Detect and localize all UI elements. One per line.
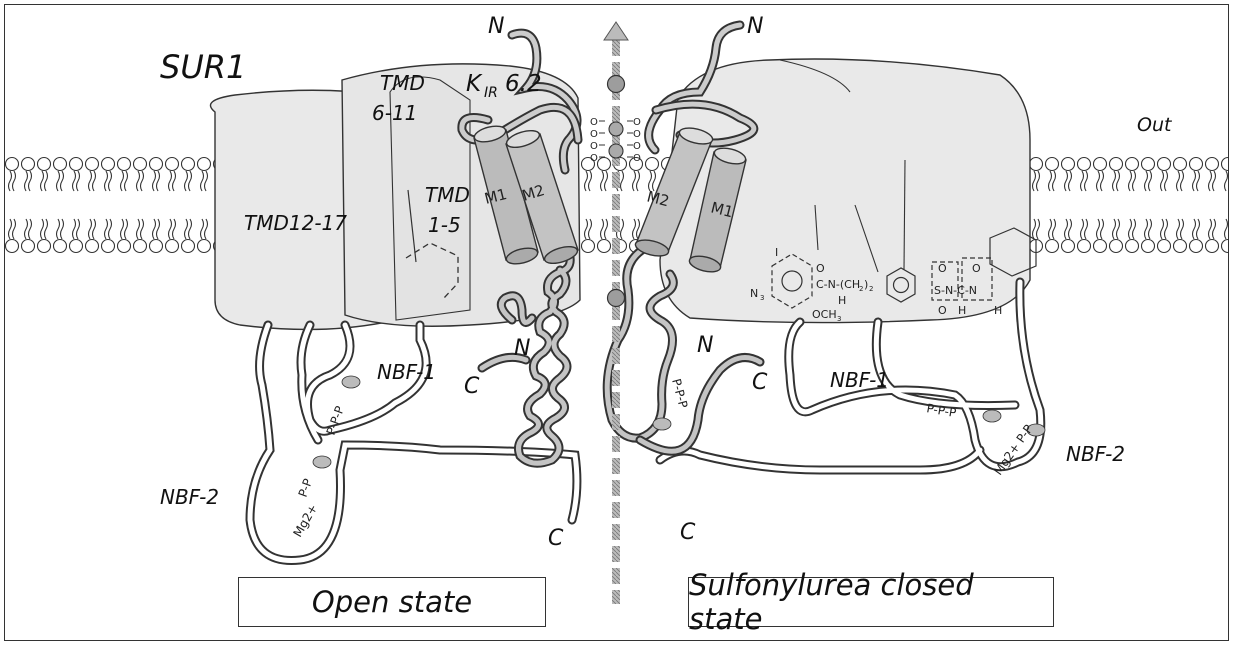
svg-text:6.2: 6.2 xyxy=(505,71,542,97)
svg-text:N: N xyxy=(697,333,713,358)
svg-text:IR: IR xyxy=(484,85,498,101)
svg-text:C: C xyxy=(680,520,696,545)
svg-text:N: N xyxy=(750,287,758,300)
svg-text:O: O xyxy=(938,262,947,275)
svg-text:O: O xyxy=(816,262,825,275)
svg-text:2: 2 xyxy=(859,285,863,293)
k-ion-lower xyxy=(608,290,625,307)
svg-text:): ) xyxy=(864,278,868,291)
svg-text:2: 2 xyxy=(869,285,873,293)
svg-text:P-P: P-P xyxy=(296,477,315,499)
closed-state-label: Sulfonylurea closed state xyxy=(689,568,1053,636)
svg-text:C-N-(CH: C-N-(CH xyxy=(816,278,860,291)
svg-text:C: C xyxy=(548,526,564,551)
svg-text:S-N-C-N: S-N-C-N xyxy=(934,284,977,297)
adenosine-icon-left-1 xyxy=(342,376,360,388)
svg-text:I: I xyxy=(775,246,778,259)
svg-text:3: 3 xyxy=(760,294,764,302)
svg-text:O: O xyxy=(590,117,598,128)
pore-arrow-head xyxy=(604,22,628,40)
svg-text:O: O xyxy=(972,262,981,275)
svg-text:O: O xyxy=(633,129,641,140)
svg-text:1-5: 1-5 xyxy=(428,213,461,237)
svg-text:NBF-1: NBF-1 xyxy=(830,368,889,392)
svg-text:C: C xyxy=(752,370,768,395)
out-label: Out xyxy=(1137,114,1173,136)
adenosine-icon-left-2 xyxy=(313,456,331,468)
svg-text:O: O xyxy=(590,153,598,164)
closed-state-box: Sulfonylurea closed state xyxy=(688,577,1054,627)
svg-text:3: 3 xyxy=(837,315,841,323)
kir-label: K xyxy=(466,71,483,97)
open-state-box: Open state xyxy=(238,577,546,627)
svg-text:O: O xyxy=(633,153,641,164)
sur1-title: SUR1 xyxy=(160,48,246,86)
svg-text:Mg2+: Mg2+ xyxy=(290,502,320,540)
svg-text:O: O xyxy=(633,141,641,152)
svg-text:O: O xyxy=(590,141,598,152)
svg-text:O: O xyxy=(938,304,947,317)
svg-text:N: N xyxy=(747,14,763,39)
svg-text:H: H xyxy=(958,304,966,317)
tmd-6-11-label: TMD xyxy=(380,71,425,95)
adenosine-icon-right-1 xyxy=(983,410,1001,422)
k-ion-filter-1 xyxy=(609,122,623,136)
svg-text:NBF-1: NBF-1 xyxy=(377,360,436,384)
svg-text:NBF-2: NBF-2 xyxy=(1066,442,1125,466)
svg-text:Mg2+ P-P: Mg2+ P-P xyxy=(991,422,1036,478)
k-ion-filter-2 xyxy=(609,144,623,158)
svg-text:P-P-P: P-P-P xyxy=(669,377,690,409)
svg-text:6-11: 6-11 xyxy=(372,101,417,125)
svg-text:O: O xyxy=(590,129,598,140)
svg-text:O: O xyxy=(633,117,641,128)
k-ion-top xyxy=(608,76,625,93)
svg-text:N: N xyxy=(488,14,504,39)
svg-text:H: H xyxy=(838,294,846,307)
adenosine-icon-mid xyxy=(653,418,671,430)
svg-text:NBF-2: NBF-2 xyxy=(160,485,219,509)
tmd-1-5-label: TMD xyxy=(425,183,470,207)
svg-text:H: H xyxy=(994,304,1002,317)
svg-text:OCH: OCH xyxy=(812,308,837,321)
svg-text:N: N xyxy=(514,336,530,361)
svg-text:C: C xyxy=(464,374,480,399)
open-state-label: Open state xyxy=(312,585,472,619)
tmd-12-17-label: TMD12-17 xyxy=(244,211,347,235)
svg-text:P-P-P: P-P-P xyxy=(324,404,347,437)
